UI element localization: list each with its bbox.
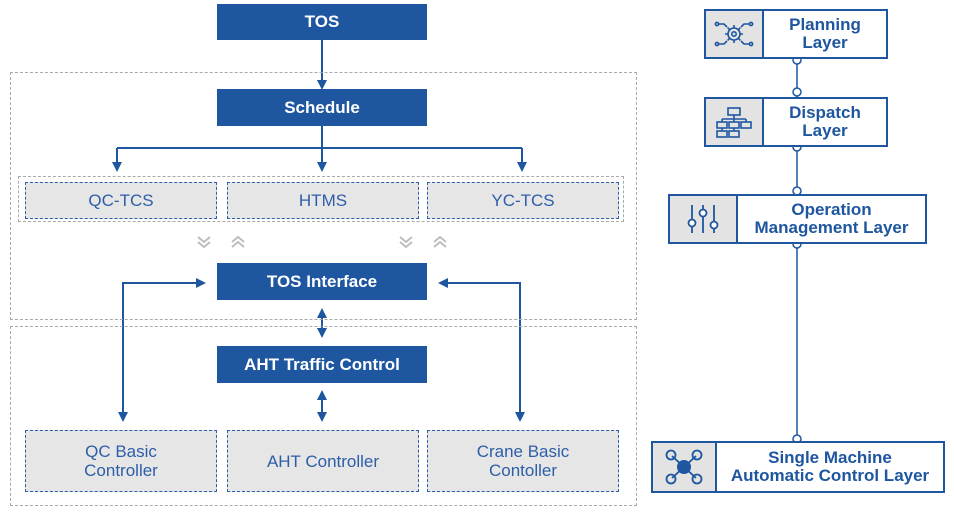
single-machine-layer-label: Single Machine Automatic Control Layer [730, 448, 930, 485]
htms-box: HTMS [227, 182, 419, 219]
chevrons-left [197, 235, 245, 249]
sliders-icon [670, 196, 738, 242]
dispatch-layer: Dispatch Layer [704, 97, 888, 147]
qc-basic-controller-box: QC Basic Controller [25, 430, 217, 492]
schedule-box: Schedule [217, 89, 427, 126]
hierarchy-icon [706, 99, 764, 145]
planning-layer-label: Planning Layer [789, 15, 861, 52]
operation-management-layer-label: Operation Management Layer [754, 200, 909, 237]
operation-management-layer: Operation Management Layer [668, 194, 927, 244]
aht-controller-box: AHT Controller [227, 430, 419, 492]
tos-box: TOS [217, 4, 427, 40]
crane-basic-controller-box: Crane Basic Contoller [427, 430, 619, 492]
tos-interface-box: TOS Interface [217, 263, 427, 300]
aht-traffic-control-box: AHT Traffic Control [217, 346, 427, 383]
planning-layer: Planning Layer [704, 9, 888, 59]
drone-icon [653, 443, 717, 491]
chevrons-right [399, 235, 447, 249]
group-upper [10, 72, 637, 320]
single-machine-automatic-control-layer: Single Machine Automatic Control Layer [651, 441, 945, 493]
group-lower [10, 326, 637, 506]
dispatch-layer-label: Dispatch Layer [789, 103, 861, 140]
arrow-qc-loop [118, 278, 206, 422]
gear-network-icon [706, 11, 764, 57]
qc-tcs-box: QC-TCS [25, 182, 217, 219]
yc-tcs-box: YC-TCS [427, 182, 619, 219]
arrow-crane-loop [438, 278, 525, 422]
group-tcs-row [18, 176, 624, 222]
